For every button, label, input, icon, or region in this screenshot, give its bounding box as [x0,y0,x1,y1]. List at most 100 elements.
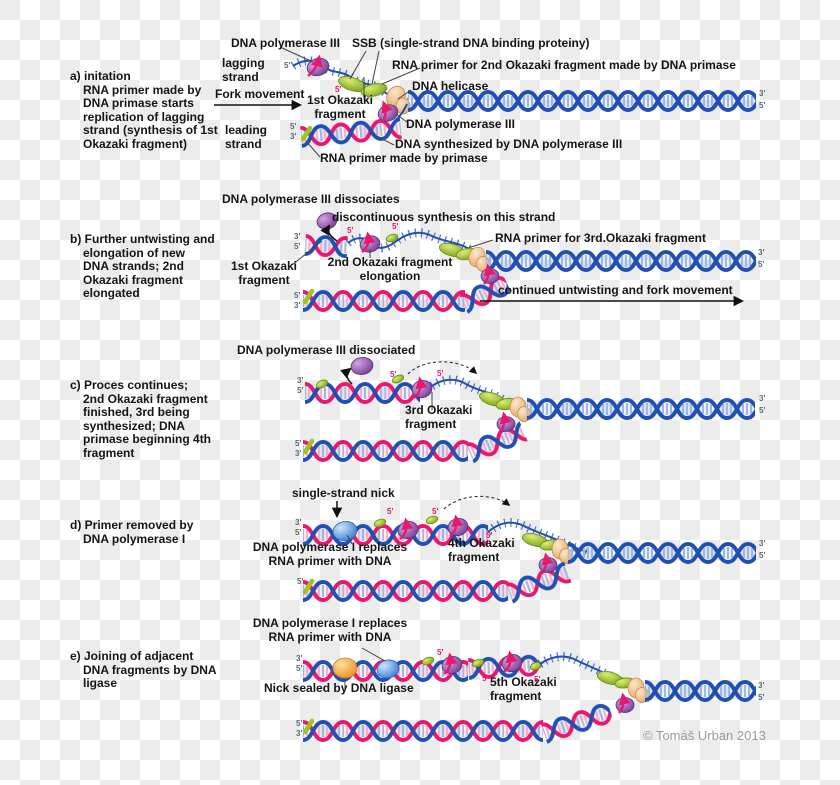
lagging-duplex-helix [305,380,420,406]
dna-helicase-protein [551,538,569,560]
synthesis-direction-arrow [413,376,428,399]
label-rna-primer-2nd: RNA primer for 2nd Okazaki fragment made… [392,58,736,72]
dna-helicase-protein [627,677,645,699]
leading-strand-helix [303,438,468,464]
synthesis-direction-arrow [449,514,464,537]
prime-label: 3' [758,681,765,690]
rna-primer-blob [529,661,543,671]
label-ssb: SSB (single-strand DNA binding proteiny) [352,36,590,50]
stage-a-description: a) initation RNA primer made by DNA prim… [70,69,218,151]
parental-dna-helix [645,678,756,704]
rna-primer [302,288,315,305]
prime-label: 5' [437,369,444,378]
rna-primer-blob [471,658,485,668]
synthesis-direction-arrow [503,650,518,673]
copyright-notice: © Tomáš Urban 2013 [643,728,766,743]
synthesis-progress-arc [443,495,511,510]
parental-dna-helix [527,396,755,422]
ssb-protein [495,397,519,411]
prime-label: 5' [335,85,342,94]
ssb-protein [539,539,561,551]
prime-label: 5' [759,406,766,415]
dna-helicase-protein [559,548,573,564]
dna-helicase-protein [509,396,527,418]
prime-label: 5' [295,528,302,537]
prime-label: 3' [297,376,304,385]
label-leading-strand: leading strand [225,123,268,151]
dna-polymerase-iii-protein [441,655,463,675]
prime-label: 5' [486,531,493,540]
leading-strand-helix [303,288,465,314]
stage-c-description: c) Proces continues; 2nd Okazaki fragmen… [70,378,212,460]
synthesis-direction-arrow [361,231,376,253]
label-1st-okazaki-b: 1st Okazaki fragment [230,259,298,287]
synthesis-direction-arrow [483,263,496,285]
label-nick-sealed: Nick sealed by DNA ligase [264,681,414,695]
prime-label: 5' [290,122,297,131]
dna-polymerase-i-protein [376,659,400,679]
rna-primer [302,578,315,595]
parental-dna-helix [486,248,756,274]
label-single-strand-nick: single-strand nick [292,486,395,500]
dna-polymerase-iii-protein [615,697,635,713]
leading-strand-helix [303,718,543,744]
dna-polymerase-iii-protein [306,57,330,77]
synthesis-direction-arrow [307,54,323,77]
dna-polymerase-iii-protein [447,517,469,537]
label-discontinuous: discontinuous synthesis on this strand [332,210,556,224]
prime-label: 3' [294,301,301,310]
synthesis-direction-arrow [541,552,554,574]
synthesis-direction-arrow [443,652,458,675]
prime-label: 5' [758,693,765,702]
ssb-protein [479,391,505,407]
prime-label: 5' [482,674,489,683]
label-5th-okazaki: 5th Okazaki fragment [490,675,557,703]
dna-polymerase-iii-protein [411,379,433,399]
synthesis-direction-arrow [618,692,631,714]
prime-label: 3' [294,232,301,241]
prime-label: 5' [390,370,397,379]
dissociation-arrow [340,367,353,385]
lagging-template-bases [345,228,472,253]
lagging-template-strand [347,231,470,250]
label-dna-synthesized: DNA synthesized by DNA polymerase III [395,137,623,151]
ssb-protein [455,247,479,261]
synthesis-direction-arrow [499,411,512,433]
ssb-protein [521,532,549,548]
prime-label: 3' [759,394,766,403]
rna-primer-blob [385,233,399,243]
dna-helicase-protein [395,97,411,115]
ssb-protein [596,670,624,686]
label-1st-okazaki: 1st Okazaki fragment [306,93,374,121]
parental-dna-helix [568,540,756,566]
prime-label: 5' [432,507,439,516]
label-pol-dissociated: DNA polymerase III dissociated [237,343,416,357]
stage-b-description: b) Further untwisting and elongation of … [70,232,215,300]
prime-label: 5' [437,648,444,657]
prime-label: 5' [295,439,302,448]
prime-label: 5' [347,226,354,235]
synthesis-direction-arrow [381,100,393,123]
prime-label: 3' [758,248,765,257]
prime-label: 3' [759,539,766,548]
label-pol1-replaces-e: DNA polymerase I replaces RNA primer wit… [252,616,408,644]
prime-label: 5' [294,242,301,251]
label-pol1-replaces: DNA polymerase I replaces RNA primer wit… [252,540,408,568]
dna-helicase-protein [386,85,406,109]
prime-label: 5' [297,386,304,395]
label-dna-helicase: DNA helicase [412,79,489,93]
prime-label: 3' [295,518,302,527]
leading-strand-helix-rise [505,559,572,604]
rna-primer-blob [373,518,387,528]
dna-helicase-protein [476,256,490,272]
stage-e-description: e) Joining of adjacent DNA fragments by … [70,649,217,690]
prime-label: 5' [296,664,303,673]
prime-label: 5' [534,675,541,684]
rna-primer-blob [425,515,439,525]
label-fork-movement: Fork movement [215,87,305,101]
prime-label: 3' [759,89,766,98]
label-rna-primer-3rd: RNA primer for 3rd.Okazaki fragment [495,231,706,245]
rna-primer [302,438,315,455]
dna-polymerase-iii-protein [480,268,500,284]
